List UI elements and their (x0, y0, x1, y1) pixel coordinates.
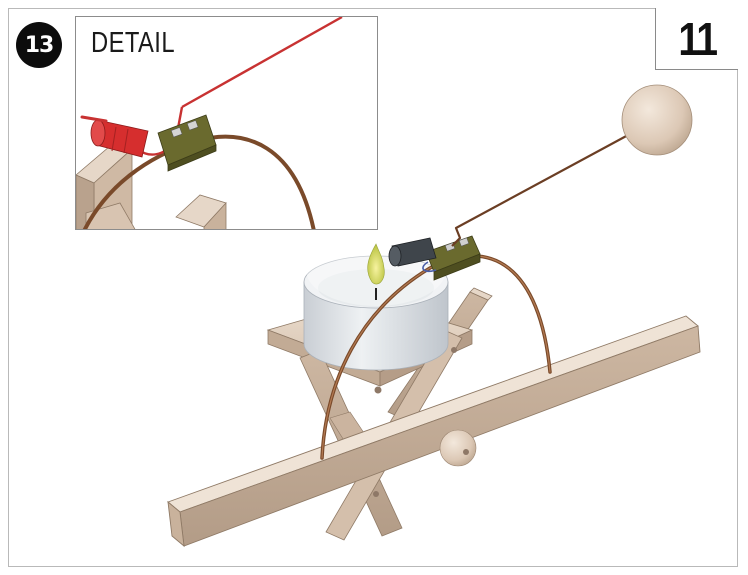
counterweight-ball (621, 84, 693, 156)
pivot-ball (439, 429, 477, 467)
page-number-box: 11 (655, 8, 738, 70)
black-plug (388, 237, 437, 273)
detail-red-wire (181, 17, 343, 109)
detail-red-clip (80, 115, 149, 158)
page-number: 11 (678, 12, 718, 65)
step-number-badge: 13 (16, 22, 62, 68)
detail-illustration (76, 17, 343, 229)
detail-inset: DETAIL (75, 16, 378, 230)
balance-beam (167, 315, 701, 548)
page-frame (8, 8, 738, 567)
detail-connector (157, 114, 217, 172)
rocker-rod (451, 133, 631, 247)
tea-light-candle (303, 234, 449, 371)
detail-title: DETAIL (91, 27, 175, 59)
